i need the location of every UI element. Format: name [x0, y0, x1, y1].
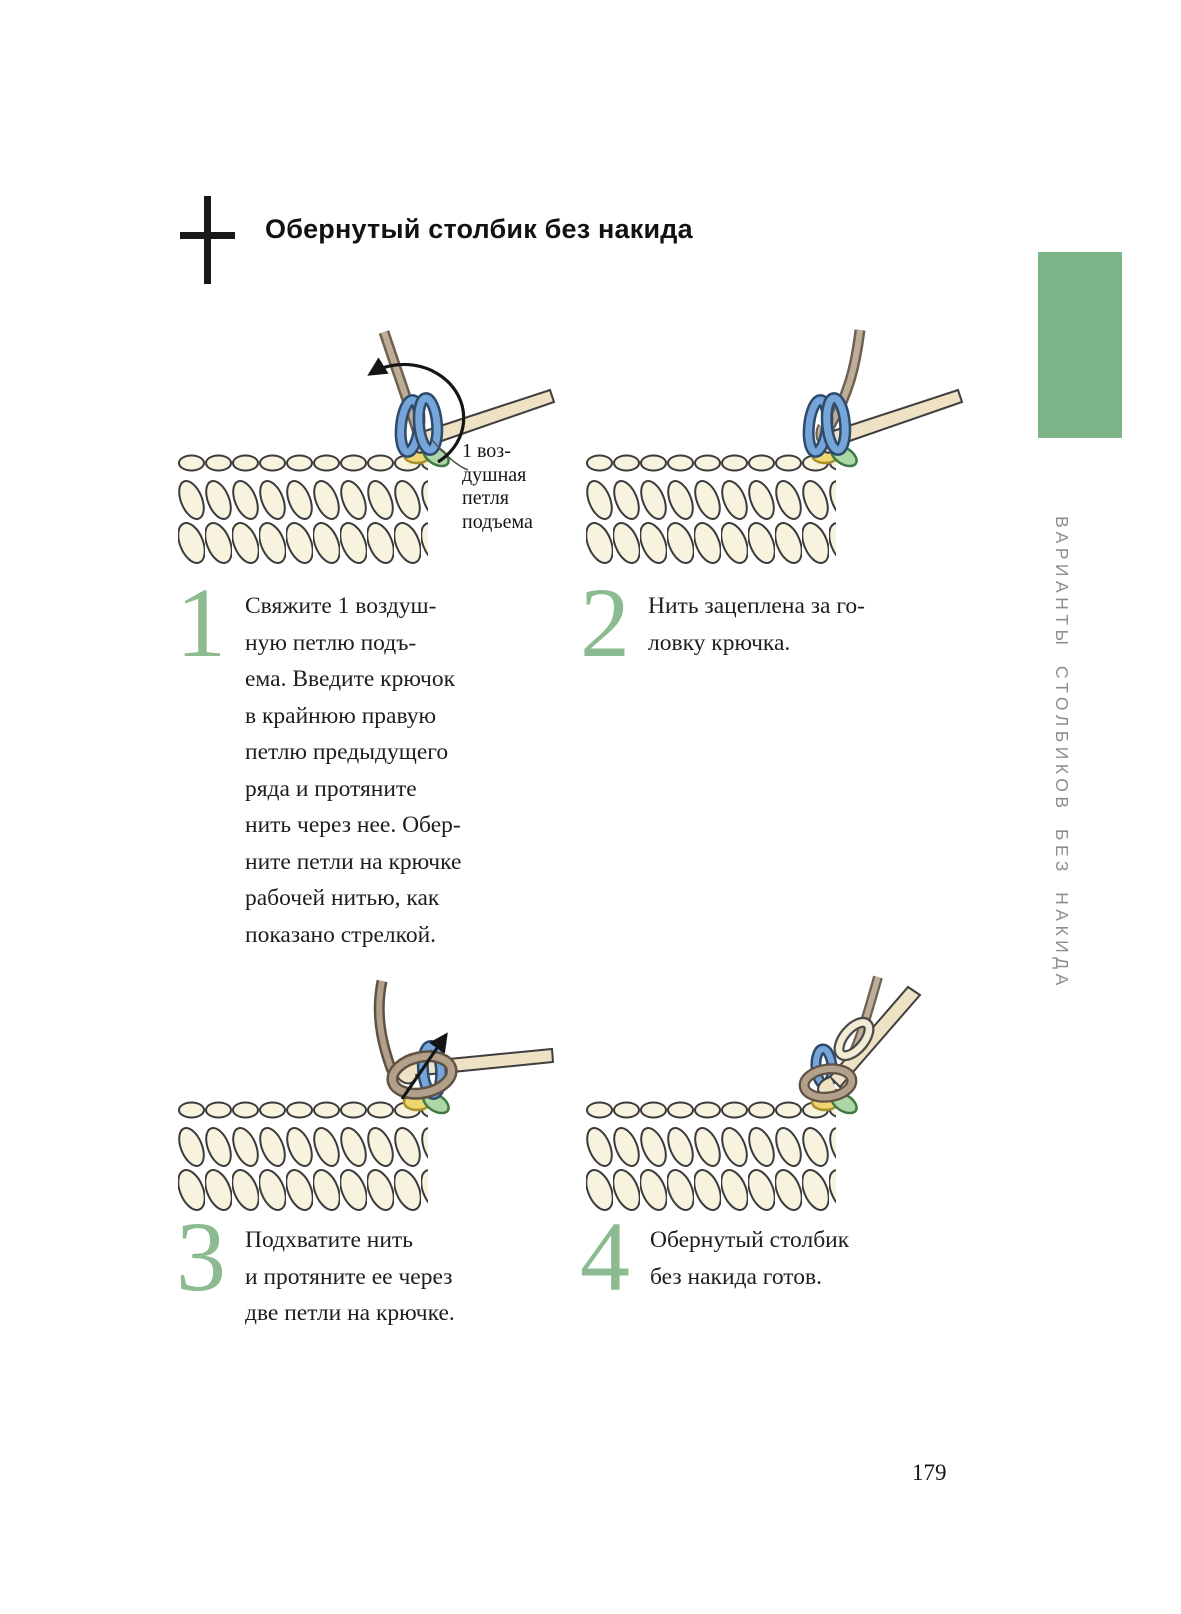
single-crochet-symbol-icon [180, 196, 235, 284]
yarn-wrap-loop [798, 1063, 858, 1103]
step-1-text: Свяжите 1 воздуш- ную петлю подъ- ема. В… [245, 593, 462, 948]
crochet-fabric [586, 1101, 836, 1211]
step-2-number: 2 [580, 567, 630, 678]
yarn-strand [373, 979, 398, 1073]
step-3-number: 3 [176, 1201, 226, 1312]
step-2-illustration [586, 329, 964, 564]
pull-through-arrow-icon [400, 1032, 448, 1100]
crochet-fabric [586, 454, 836, 564]
crochet-fabric [178, 454, 428, 564]
annotation-leader-line [431, 439, 469, 471]
yarn-wrap-loop [386, 1050, 458, 1100]
chain-stitch-annotation: 1 воз- душная петля подъема [462, 440, 533, 533]
page-title: Обернутый столбик без накида [265, 214, 693, 244]
crochet-fabric [178, 1101, 428, 1211]
page-number: 179 [912, 1460, 947, 1485]
step-2-text: Нить зацеплена за го- ловку крючка. [648, 593, 865, 656]
new-loop-on-hook [833, 1016, 875, 1062]
step-1-illustration [178, 330, 556, 564]
chapter-color-tab [1038, 252, 1122, 438]
step-3-text: Подхватите нить и протяните ее через две… [245, 1227, 455, 1326]
step-4-text: Обернутый столбик без накида готов. [650, 1227, 850, 1290]
step-4-illustration [586, 975, 922, 1211]
loops-on-hook-blue [802, 392, 852, 458]
step-1-number: 1 [176, 567, 226, 678]
step-4-number: 4 [580, 1201, 630, 1312]
loops-on-hook-blue [394, 392, 444, 458]
step-3-illustration [178, 979, 555, 1211]
chapter-sidebar-label: ВАРИАНТЫ СТОЛБИКОВ БЕЗ НАКИДА [1052, 516, 1072, 990]
wrap-direction-arrow-icon [367, 357, 466, 464]
